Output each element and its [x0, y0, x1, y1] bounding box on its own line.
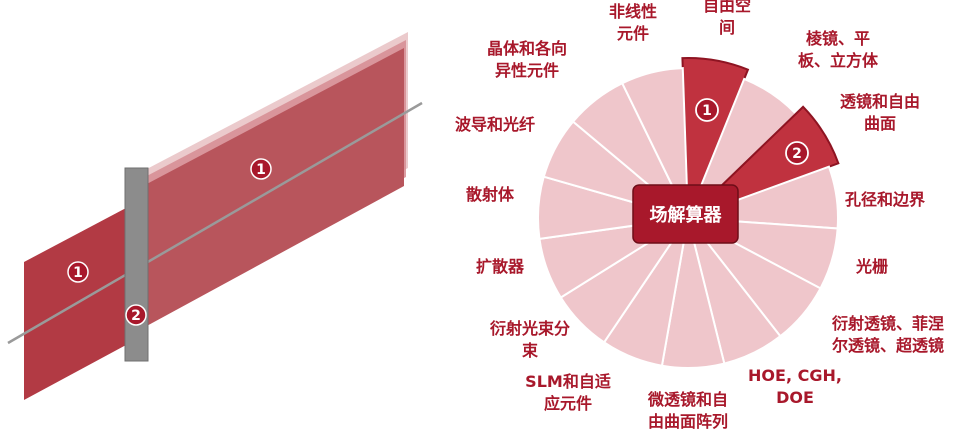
- wheel-label-line: 束: [522, 341, 539, 360]
- wheel-label-8: 微透镜和自由曲面阵列: [647, 390, 728, 431]
- beam-badge-1a: 1: [250, 158, 272, 180]
- wheel-label-line: 衍射透镜、菲涅: [831, 314, 944, 333]
- svg-text:2: 2: [792, 146, 802, 162]
- wheel-label-5: 光栅: [855, 257, 888, 276]
- svg-text:1: 1: [73, 265, 83, 281]
- wheel-label-14: 晶体和各向异性元件: [487, 39, 567, 80]
- wheel-label-line: 晶体和各向: [487, 39, 567, 58]
- wheel-label-line: 元件: [617, 24, 649, 43]
- wheel-label-10: 衍射光束分束: [489, 319, 570, 360]
- wheel-label-line: HOE, CGH,: [748, 366, 842, 385]
- field-solver-hub: 场解算器: [632, 184, 739, 244]
- wheel-label-3: 透镜和自由曲面: [840, 92, 920, 133]
- wheel-label-line: 衍射光束分: [489, 319, 570, 338]
- wheel-label-line: 由曲面阵列: [648, 412, 728, 431]
- wheel-badge-2: 2: [785, 141, 809, 165]
- wheel-label-2: 棱镜、平板、立方体: [798, 29, 879, 70]
- wheel-label-line: 自由空: [703, 0, 751, 15]
- wheel-label-9: SLM和自适应元件: [525, 372, 611, 413]
- wheel-label-line: 散射体: [466, 185, 515, 204]
- wheel-label-7: HOE, CGH, DOE: [748, 366, 842, 407]
- svg-text:1: 1: [702, 103, 712, 119]
- wheel-label-line: DOE: [776, 388, 814, 407]
- wheel-label-1: 自由空间: [703, 0, 751, 37]
- wheel-sector-1: [681, 57, 750, 219]
- plate-badge-2: 2: [125, 304, 147, 326]
- wheel-label-line: 尔透镜、超透镜: [832, 336, 944, 355]
- wheel-label-line: 间: [719, 18, 735, 37]
- wheel-sector-15: [620, 67, 689, 219]
- wheel-label-line: 透镜和自由: [840, 92, 920, 111]
- beam-illustration: 1 1 2: [7, 32, 423, 400]
- wheel-label-12: 散射体: [466, 185, 515, 204]
- wheel-label-line: 微透镜和自: [647, 390, 728, 409]
- wheel-label-line: 孔径和边界: [845, 190, 925, 209]
- plate-element: [124, 167, 149, 362]
- wheel-label-line: 应元件: [544, 394, 592, 413]
- svg-text:1: 1: [256, 162, 266, 178]
- wheel-label-line: 波导和光纤: [455, 115, 535, 134]
- wheel-label-line: 曲面: [864, 114, 896, 133]
- wheel-label-line: 板、立方体: [798, 51, 879, 70]
- wheel-label-line: 非线性: [609, 2, 657, 21]
- wheel-label-11: 扩散器: [476, 257, 525, 276]
- optical-axis-line: [7, 101, 423, 345]
- wheel-label-15: 非线性元件: [609, 2, 657, 43]
- wheel-label-line: 扩散器: [476, 257, 525, 276]
- beam-badge-1b: 1: [67, 261, 89, 283]
- wheel-label-4: 孔径和边界: [845, 190, 925, 209]
- wheel-label-line: 光栅: [855, 257, 888, 276]
- svg-text:2: 2: [131, 308, 141, 324]
- wheel-labels: 自由空间棱镜、平板、立方体透镜和自由曲面孔径和边界光栅衍射透镜、菲涅尔透镜、超透…: [455, 0, 944, 431]
- field-solver-label: 场解算器: [650, 204, 723, 226]
- wheel-label-line: SLM和自适: [525, 372, 611, 391]
- wheel-label-line: 异性元件: [495, 61, 559, 80]
- wheel-badge-1: 1: [695, 98, 719, 122]
- wheel-label-13: 波导和光纤: [455, 115, 535, 134]
- wheel-label-6: 衍射透镜、菲涅尔透镜、超透镜: [831, 314, 944, 355]
- wheel-label-line: 棱镜、平: [806, 29, 870, 48]
